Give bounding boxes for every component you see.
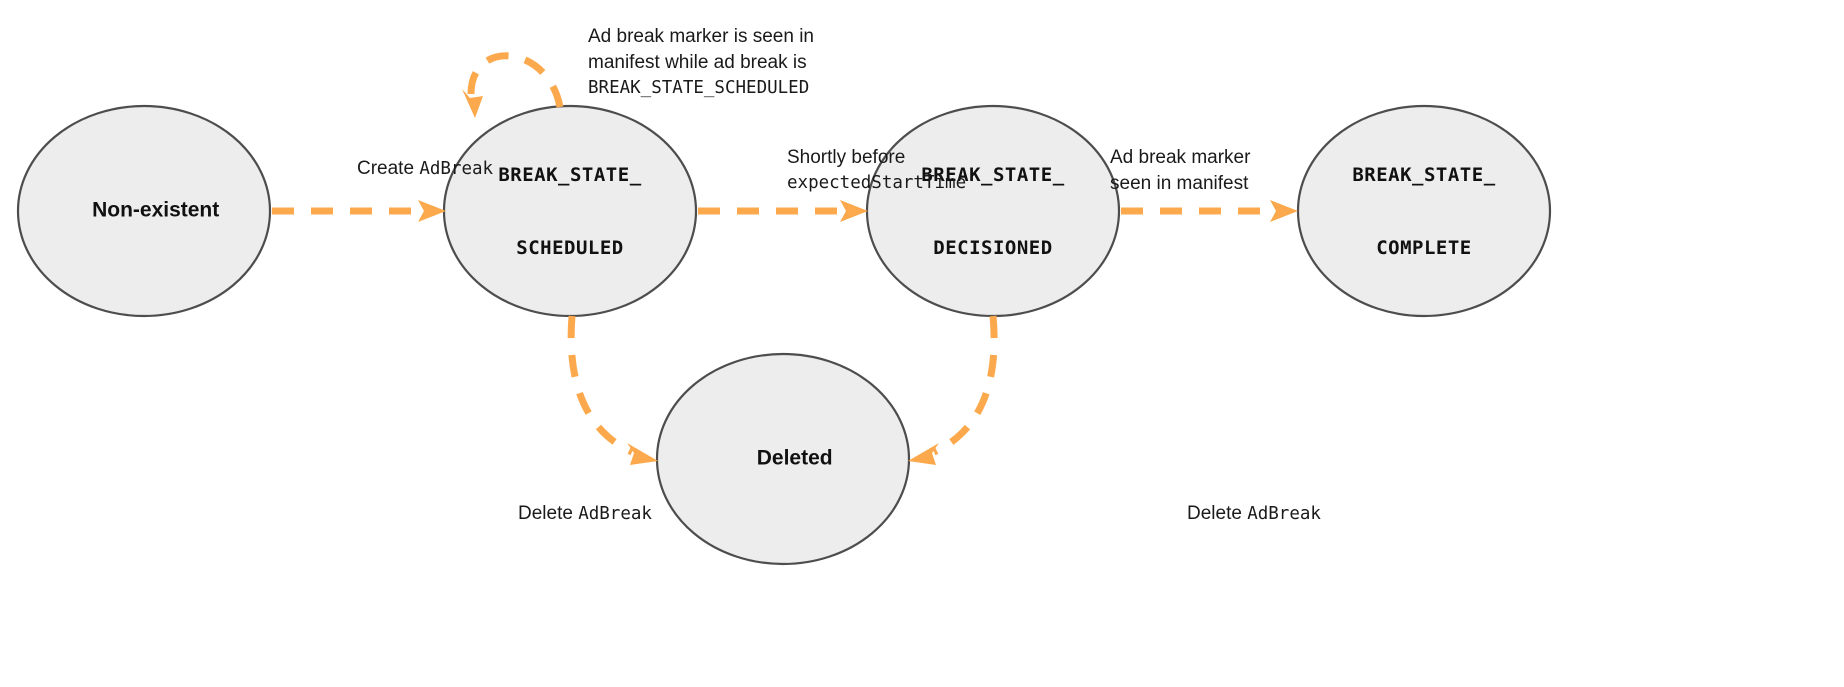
node-break-state-decisioned[interactable]: [865, 104, 1121, 318]
node-deleted[interactable]: [655, 352, 911, 566]
edge-marker-seen: [1121, 200, 1298, 222]
edge-delete-from-decisioned-line: [932, 315, 998, 456]
edge-delete-from-scheduled-line: [567, 315, 634, 456]
edge-shortly-before-arrowhead: [840, 200, 868, 222]
edge-delete-from-scheduled: [567, 315, 658, 465]
node-break-state-complete[interactable]: [1296, 104, 1552, 318]
node-break-state-scheduled[interactable]: [442, 104, 698, 318]
edge-scheduled-self-loop: [462, 52, 564, 118]
edge-marker-seen-arrowhead: [1270, 200, 1298, 222]
edge-delete-from-decisioned: [908, 315, 998, 465]
edge-create-adbreak-arrowhead: [418, 200, 446, 222]
node-group: [16, 104, 1552, 566]
edge-create-adbreak: [272, 200, 446, 222]
edge-scheduled-self-loop-line: [467, 52, 564, 108]
node-non-existent[interactable]: [16, 104, 272, 318]
edge-delete-from-scheduled-arrowhead: [627, 443, 658, 465]
edge-delete-from-decisioned-arrowhead: [908, 443, 939, 465]
edge-scheduled-self-loop-arrowhead: [462, 89, 483, 118]
edge-shortly-before: [698, 200, 868, 222]
